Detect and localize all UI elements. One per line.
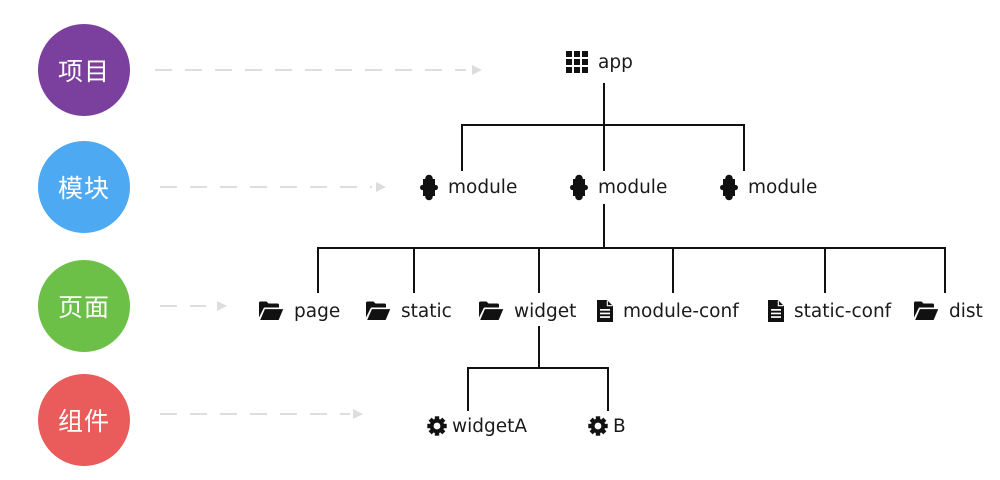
level-arrow-page	[160, 301, 227, 311]
folder-open-icon	[914, 301, 939, 321]
node-app: app	[566, 47, 633, 77]
node-label: module	[748, 176, 818, 198]
level-circle-component: 组件	[38, 374, 130, 466]
level-arrow-module	[160, 182, 386, 192]
level-label: 项目	[57, 57, 110, 86]
level-label: 页面	[57, 293, 110, 322]
level-circle-project: 项目	[38, 24, 130, 116]
node-page: page	[259, 296, 340, 326]
folder-open-icon	[366, 301, 391, 321]
node-label: module-conf	[623, 300, 739, 322]
level-label: 模块	[57, 174, 110, 203]
node-module: module	[420, 172, 517, 202]
node-dist: dist	[914, 296, 983, 326]
node-label: static-conf	[794, 300, 892, 322]
node-label: B	[613, 415, 626, 437]
arrow-head	[217, 301, 227, 311]
grid-icon	[566, 51, 588, 73]
puzzle-icon	[720, 174, 738, 201]
node-label: page	[294, 300, 341, 322]
level-circle-module: 模块	[38, 141, 130, 233]
node-label: module	[598, 176, 668, 198]
node-label: dist	[949, 300, 983, 322]
folder-open-icon	[479, 301, 504, 321]
tree-connectors	[317, 83, 946, 411]
node-module: module	[570, 172, 667, 202]
node-widgetA: widgetA	[427, 411, 527, 441]
node-static-conf: static-conf	[767, 296, 891, 326]
node-label: module	[448, 176, 518, 198]
arrow-head	[376, 182, 386, 192]
node-label: app	[598, 51, 633, 73]
node-label: widgetA	[452, 415, 528, 437]
level-circle-page: 页面	[38, 260, 130, 352]
folder-open-icon	[259, 301, 284, 321]
level-arrows	[155, 65, 482, 419]
gear-icon	[588, 416, 608, 436]
level-label: 组件	[57, 407, 110, 436]
node-static: static	[366, 296, 452, 326]
arrow-head	[353, 409, 363, 419]
file-text-icon	[767, 300, 784, 322]
node-label: static	[401, 300, 452, 322]
node-B: B	[588, 411, 626, 441]
node-module-conf: module-conf	[596, 296, 739, 326]
gear-icon	[427, 416, 447, 436]
puzzle-icon	[420, 174, 438, 201]
node-widget: widget	[479, 296, 576, 326]
node-module: module	[720, 172, 817, 202]
arrow-head	[472, 65, 482, 75]
level-arrow-project	[155, 65, 482, 75]
puzzle-icon	[570, 174, 588, 201]
level-arrow-component	[160, 409, 363, 419]
node-label: widget	[514, 300, 577, 322]
file-text-icon	[596, 300, 613, 322]
